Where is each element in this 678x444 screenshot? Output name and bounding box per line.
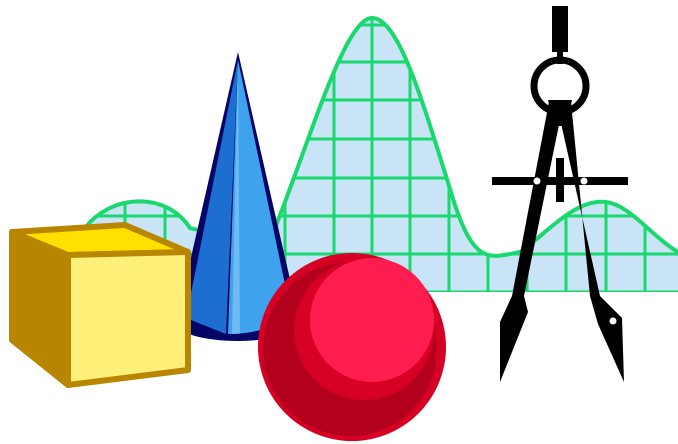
compass-right-leg	[558, 102, 624, 382]
sphere	[258, 253, 446, 441]
compass-left-leg	[500, 102, 562, 382]
sphere-highlight	[310, 258, 434, 382]
cone-highlight	[232, 60, 240, 334]
compass-right-rivet	[580, 177, 588, 185]
compass-neck	[557, 48, 563, 64]
cube-left-face	[9, 229, 71, 388]
cone-face-mid	[186, 60, 238, 334]
curve-area-fill	[85, 18, 678, 292]
compass-center-post	[556, 158, 564, 202]
drafting-compass	[492, 6, 628, 382]
compass-knee-rivet	[609, 317, 617, 325]
compass-handle	[552, 6, 568, 52]
cone-face-light	[228, 60, 292, 334]
cube	[9, 222, 191, 388]
cone	[176, 52, 300, 341]
compass-left-rivet	[533, 177, 541, 185]
cube-front-face	[65, 249, 191, 388]
